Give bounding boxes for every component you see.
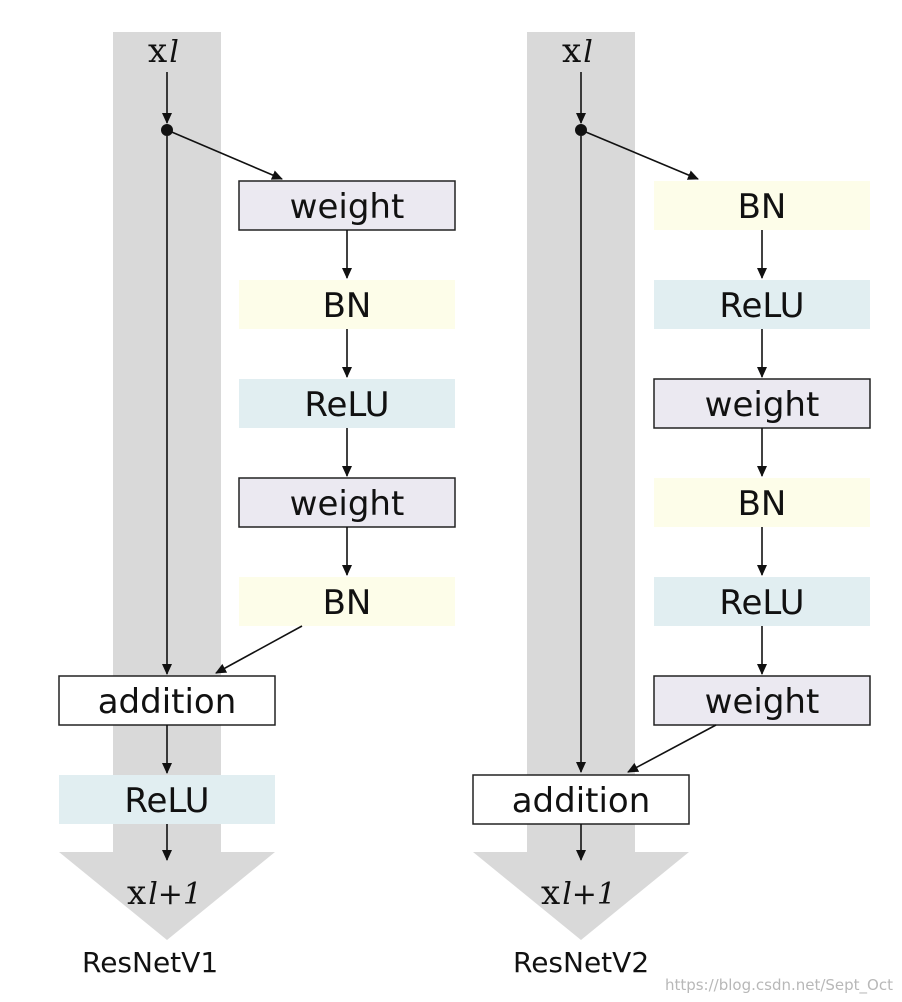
v2-block-weight-1: weight <box>653 378 871 429</box>
v2-caption: ResNetV2 <box>513 946 649 979</box>
v1-block-bn-2-label: BN <box>323 583 372 623</box>
v1-block-weight-1: weight <box>238 180 456 231</box>
watermark: https://blog.csdn.net/Sept_Oct <box>665 976 893 995</box>
v2-block-relu-1: ReLU <box>654 280 870 329</box>
v1-block-weight-2: weight <box>238 477 456 528</box>
v2-block-bn-1-label: BN <box>738 187 787 227</box>
v1-post-relu-box: ReLU <box>59 775 275 824</box>
resnet-v1-diagram: xl weight BN ReLU weight <box>58 31 456 979</box>
v2-branch-arrow <box>580 129 699 180</box>
v2-block-bn-2-label: BN <box>738 484 787 524</box>
v2-block-bn-1: BN <box>654 181 870 230</box>
v2-block-relu-1-label: ReLU <box>719 286 804 326</box>
v2-block-bn-2: BN <box>654 478 870 527</box>
v1-output-label: xl+1 <box>127 873 202 913</box>
v1-block-bn-1-label: BN <box>323 286 372 326</box>
v2-merge-arrow <box>627 724 717 773</box>
v2-block-relu-2-label: ReLU <box>719 583 804 623</box>
v1-block-weight-2-label: weight <box>290 484 405 524</box>
v1-block-weight-1-label: weight <box>290 187 405 227</box>
v2-addition-box: addition <box>472 774 690 825</box>
v1-addition-box: addition <box>58 675 276 726</box>
v1-block-bn-2: BN <box>239 577 455 626</box>
v1-block-relu-1-label: ReLU <box>304 385 389 425</box>
v1-addition-label: addition <box>98 682 237 722</box>
v2-block-weight-2: weight <box>653 675 871 726</box>
v2-block-weight-1-label: weight <box>705 385 820 425</box>
v1-block-relu-1: ReLU <box>239 379 455 428</box>
v2-block-relu-2: ReLU <box>654 577 870 626</box>
resnet-v2-diagram: xl BN ReLU weight BN ReLU <box>472 31 871 979</box>
v1-post-relu-label: ReLU <box>124 781 209 821</box>
v1-block-bn-1: BN <box>239 280 455 329</box>
v1-branch-arrow <box>166 129 283 180</box>
v2-addition-label: addition <box>512 781 651 821</box>
v1-caption: ResNetV1 <box>82 946 218 979</box>
v2-block-weight-2-label: weight <box>705 682 820 722</box>
v1-merge-arrow <box>215 625 303 674</box>
v2-output-label: xl+1 <box>541 873 616 913</box>
v1-input-label: xl <box>148 31 179 71</box>
v2-input-label: xl <box>562 31 593 71</box>
